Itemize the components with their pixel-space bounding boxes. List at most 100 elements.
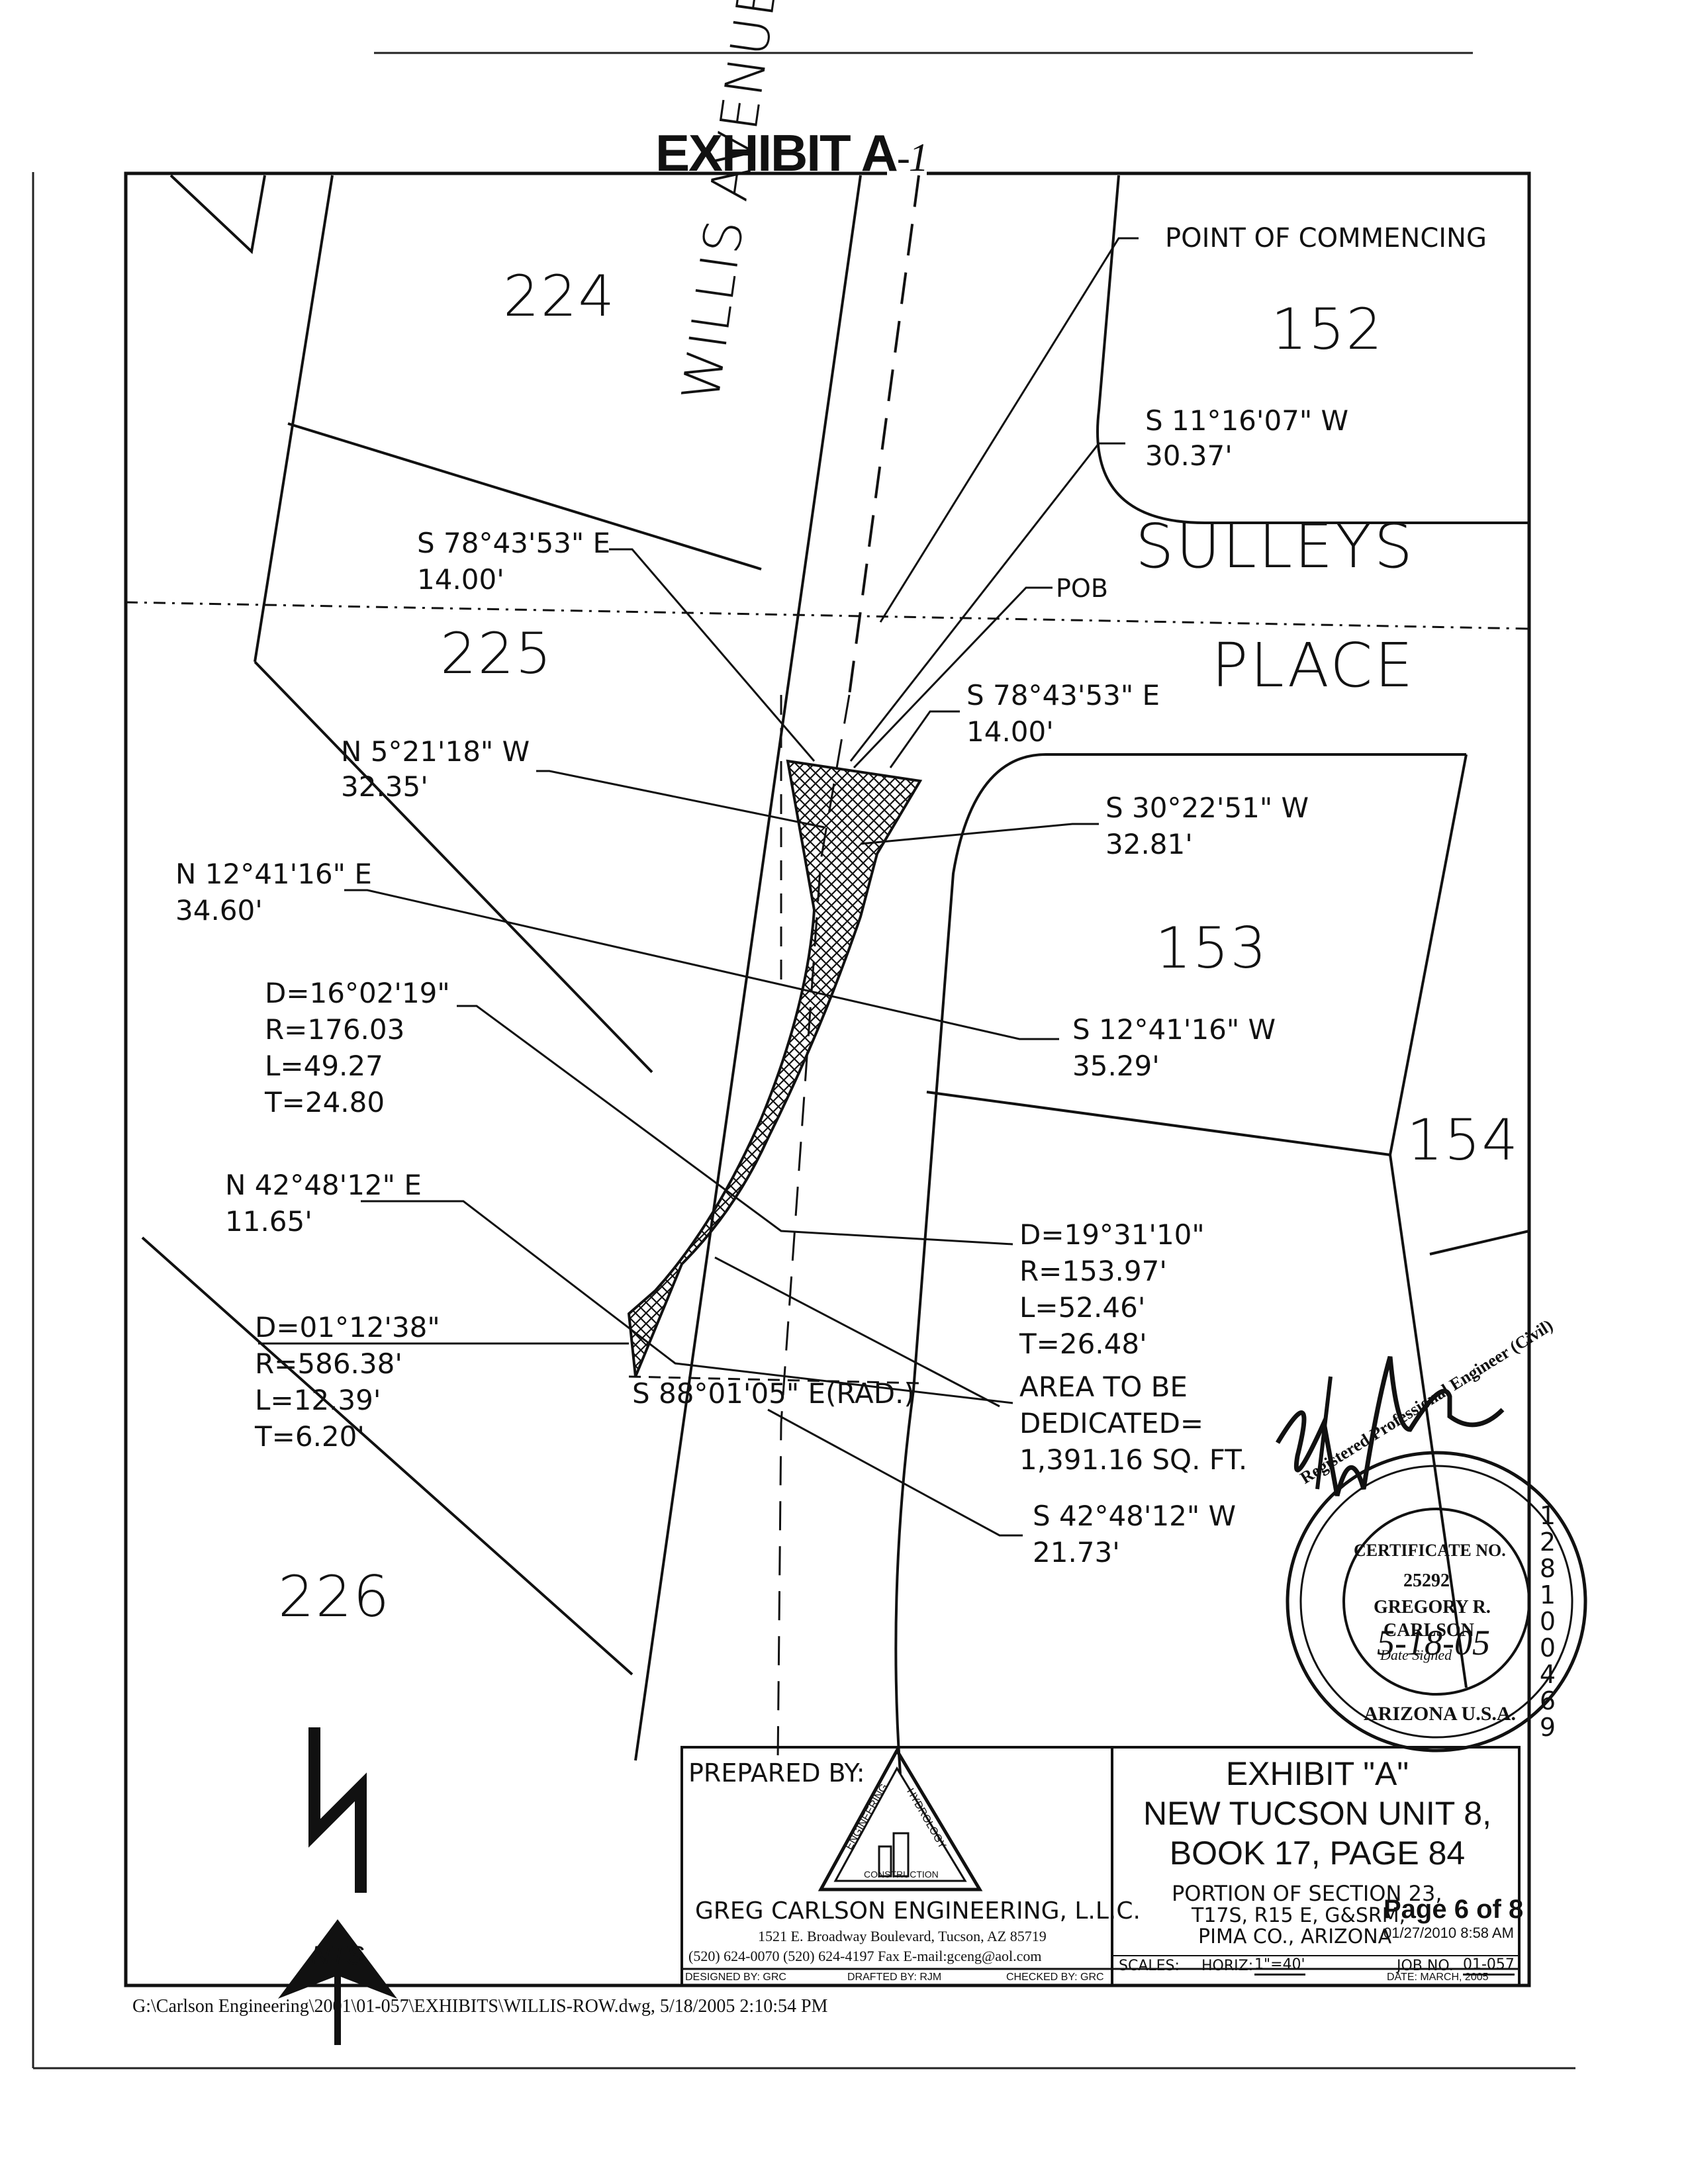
call-c10-dist: 21.73' (1033, 1536, 1120, 1569)
curve1-delta: D=16°02'19" (265, 977, 450, 1009)
job-label: JOB NO. (1397, 1958, 1454, 1974)
job-value: 01-057 (1463, 1958, 1515, 1976)
lot-225-label: 225 (440, 621, 553, 687)
street-sulleys: SULLEYS (1135, 511, 1415, 582)
prepared-by-label: PREPARED BY: (688, 1758, 865, 1788)
pob-label: POB (1056, 574, 1108, 603)
call-c6-dist: 34.60' (175, 894, 263, 927)
corner-wedge (169, 174, 266, 255)
call-c3-bearing: S 78°43'53" E (966, 679, 1160, 711)
willis-west-row (634, 175, 862, 1761)
leader-c6-c7 (344, 889, 1059, 1040)
curve3-tangent: T=6.20' (255, 1420, 365, 1453)
leader-area (714, 1256, 1000, 1408)
curve3-delta: D=01°12'38" (255, 1311, 440, 1343)
engineer-seal (1275, 1356, 1587, 1752)
sulleys-centerline (125, 601, 1530, 630)
leader-c3 (889, 710, 960, 768)
call-c2-dist: 14.00' (417, 563, 504, 596)
leader-curve1-curve2 (457, 1005, 1013, 1246)
point-of-commencing-label: POINT OF COMMENCING (1165, 223, 1487, 253)
drafted-by: DRAFTED BY: RJM (847, 1972, 942, 1983)
leader-c8 (361, 1200, 1013, 1404)
leader-c1 (849, 442, 1125, 762)
curve1-radius: R=176.03 (265, 1013, 405, 1046)
logo-word-3: CONSTRUCTION (864, 1869, 939, 1880)
area-line-3: 1,391.16 SQ. FT. (1019, 1443, 1248, 1476)
exhibit-title-text: EXHIBIT A (655, 124, 898, 182)
lot-153-boundary (894, 753, 1466, 1774)
curve2-radius: R=153.97' (1019, 1255, 1167, 1287)
lot-224-east-line (254, 175, 334, 662)
date-stamp: 01/27/2010 8:58 AM (1383, 1925, 1514, 1941)
call-c6-bearing: N 12°41'16" E (175, 858, 372, 890)
firm-address: 1521 E. Broadway Boulevard, Tucson, AZ 8… (758, 1928, 1047, 1944)
area-line-2: DEDICATED= (1019, 1407, 1204, 1439)
tb-portion-line3: PIMA CO., ARIZONA (1198, 1925, 1392, 1948)
north-arrow-icon (278, 1727, 397, 2045)
call-c7-dist: 35.29' (1072, 1050, 1160, 1082)
seal-handwritten-date: 5-18-05 (1377, 1623, 1490, 1662)
call-c9-bearing: S 88°01'05" E(RAD.) (632, 1377, 915, 1410)
call-c1-dist: 30.37' (1145, 439, 1233, 472)
date-label: DATE: MARCH, 2005 (1387, 1972, 1489, 1983)
scales-label: SCALES: (1119, 1958, 1180, 1974)
lot-224-label: 224 (503, 263, 616, 330)
lot-224-225-line (287, 422, 762, 570)
recording-number: 12810 0469 (1539, 1501, 1556, 1742)
street-place: PLACE (1211, 630, 1415, 701)
tb-exhibit-line1: EXHIBIT "A" (1225, 1755, 1409, 1792)
curve2-delta: D=19°31'10" (1019, 1218, 1205, 1251)
tb-exhibit-line2: NEW TUCSON UNIT 8, (1143, 1795, 1491, 1832)
lot-226-label: 226 (278, 1564, 391, 1630)
lot-154-west-line (1389, 754, 1468, 1156)
seal-date-signed: Date Signed (1380, 1647, 1452, 1663)
call-c3-dist: 14.00' (966, 715, 1054, 748)
curve3-length: L=12.39' (255, 1384, 381, 1416)
page-stamp: Page 6 of 8 (1383, 1895, 1524, 1924)
willis-centerline (848, 175, 920, 696)
leader-c10 (767, 1408, 1023, 1537)
curve1-tangent: T=24.80 (265, 1086, 385, 1118)
tb-portion-line1: PORTION OF SECTION 23, (1172, 1881, 1442, 1906)
dedication-area (627, 759, 923, 1377)
call-c1-bearing: S 11°16'07" W (1145, 404, 1349, 437)
exhibit-title: EXHIBIT A-1 (655, 124, 929, 182)
horiz-value: 1"=40' (1254, 1958, 1305, 1976)
call-c5-bearing: S 30°22'51" W (1105, 792, 1309, 824)
lot-153-label: 153 (1155, 915, 1268, 981)
lot-152-label: 152 (1271, 296, 1384, 363)
curve3-radius: R=586.38' (255, 1347, 402, 1380)
curve2-length: L=52.46' (1019, 1291, 1146, 1324)
call-c2-bearing: S 78°43'53" E (417, 527, 611, 559)
call-c5-dist: 32.81' (1105, 828, 1193, 860)
lot-154-label: 154 (1407, 1107, 1520, 1173)
lot-225-diagonal (254, 660, 653, 1073)
leader-c2 (609, 548, 816, 762)
seal-certificate: CERTIFICATE NO. (1354, 1541, 1506, 1560)
firm-name: GREG CARLSON ENGINEERING, L.L.C. (695, 1897, 1141, 1925)
horiz-label: HORIZ: (1201, 1958, 1254, 1974)
curve1-length: L=49.27 (265, 1050, 383, 1082)
call-c8-dist: 11.65' (225, 1205, 312, 1238)
call-c10-bearing: S 42°48'12" W (1033, 1500, 1237, 1532)
lot-152-boundary (1096, 175, 1529, 524)
seal-name-line1: GREGORY R. (1374, 1597, 1491, 1617)
north-arrow-label: NTS (311, 1941, 364, 1970)
tb-portion-line2: T17S, R15 E, G&SRM, (1192, 1904, 1406, 1927)
lot-154-tick (1429, 1230, 1530, 1255)
willis-center-dash (776, 694, 851, 1761)
leader-c5 (860, 823, 1099, 845)
designed-by: DESIGNED BY: GRC (685, 1972, 786, 1983)
call-c7-bearing: S 12°41'16" W (1072, 1013, 1276, 1046)
radial-line (628, 1375, 921, 1385)
firm-logo-icon (818, 1747, 983, 1891)
lot-226-north-line (141, 1236, 633, 1676)
exhibit-title-suffix: -1 (896, 136, 929, 179)
seal-name-line2: CARLSON (1383, 1620, 1474, 1641)
firm-contact: (520) 624-0070 (520) 624-4197 Fax E-mail… (688, 1948, 1042, 1964)
leader-pob (853, 586, 1053, 769)
curve2-tangent: T=26.48' (1019, 1328, 1147, 1360)
